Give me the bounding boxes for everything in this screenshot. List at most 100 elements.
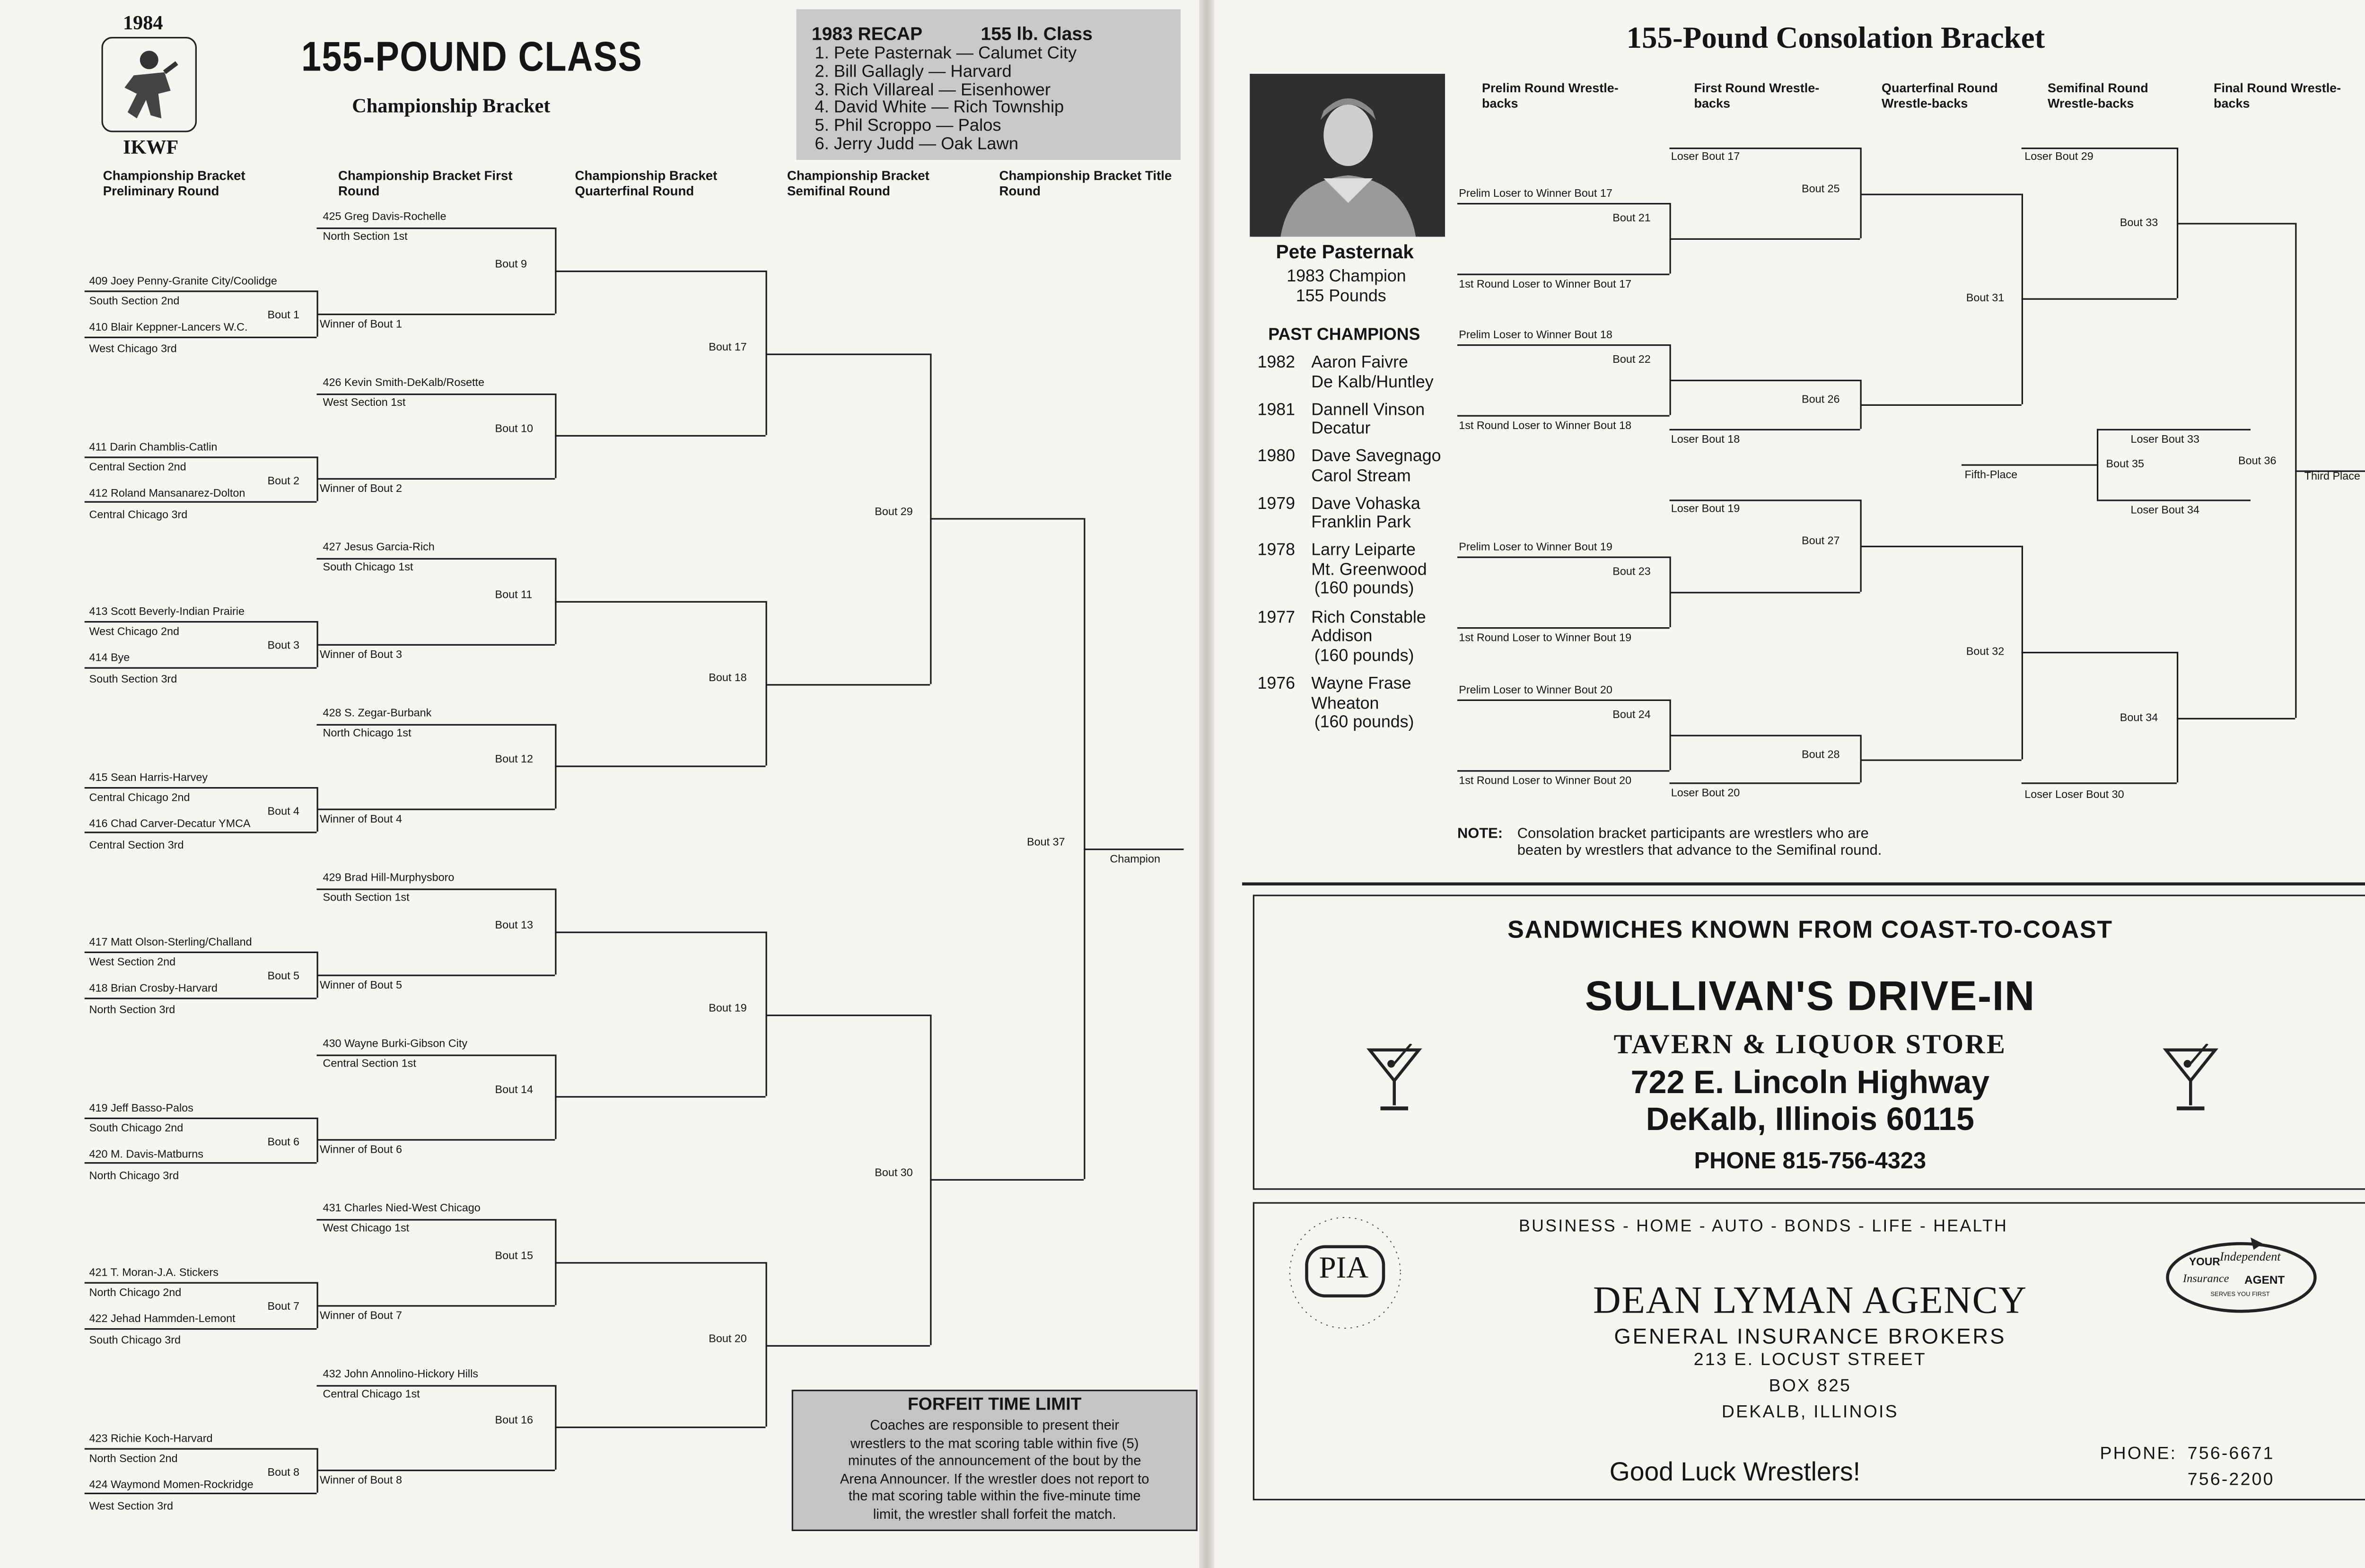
cons-first-bout: Bout 28 — [1802, 746, 1840, 761]
first-round-bout-label: Bout 16 — [495, 1413, 534, 1428]
prelim-wrestler-top: 419 Jeff Basso-Palos — [89, 1100, 193, 1114]
logo-tag: SERVES YOU FIRST — [2210, 1289, 2270, 1297]
consolation-header: Semifinal Round Wrestle-backs — [2048, 80, 2148, 111]
ad2-phone2: 756-2200 — [2187, 1471, 2275, 1490]
ad1-headline: SANDWICHES KNOWN FROM COAST-TO-COAST — [1507, 918, 2113, 944]
cons-prelim-bout: Bout 22 — [1612, 352, 1651, 366]
first-round-line — [316, 723, 555, 725]
cons-first-bout: Bout 26 — [1802, 392, 1840, 406]
ad2-slogan: Good Luck Wrestlers! — [1609, 1457, 1860, 1487]
prelim-wrestler-bottom: 418 Brian Crosby-Harvard — [89, 981, 218, 995]
past-champion-name: Larry Leiparte — [1311, 541, 1416, 560]
prelim-wrestler-top: 423 Richie Koch-Harvard — [89, 1430, 213, 1445]
cons-line — [1457, 203, 1670, 205]
cons-quarter-bout: Bout 32 — [1966, 644, 2005, 658]
prelim-section-bottom: West Chicago 3rd — [89, 341, 177, 355]
cons-final-bout: Bout 36 — [2238, 453, 2277, 467]
semi-line — [765, 1014, 930, 1016]
first-round-line — [316, 643, 555, 646]
first-round-bout-label: Bout 15 — [495, 1248, 534, 1262]
first-round-line — [316, 1305, 555, 1306]
year-label: 1984 — [123, 10, 163, 34]
note-line1: Consolation bracket participants are wre… — [1517, 825, 1869, 842]
fifth-place-line — [1962, 464, 2097, 466]
prelim-line — [84, 1492, 317, 1494]
forfeit-line: limit, the wrestler shall forfeit the ma… — [873, 1507, 1116, 1522]
past-champion-year: 1980 — [1257, 447, 1296, 466]
champion-line — [1084, 849, 1184, 850]
prelim-section-top: North Chicago 2nd — [89, 1285, 182, 1299]
cons-line — [1457, 344, 1670, 346]
ikwf-logo — [101, 37, 197, 132]
first-round-line — [316, 1470, 555, 1472]
cons-prelim-bottom-label: 1st Round Loser to Winner Bout 18 — [1459, 418, 1632, 432]
logo-independent: Independent — [2220, 1250, 2281, 1264]
past-champion-name: Aaron Faivre — [1311, 353, 1408, 372]
quarter-bout-label: Bout 18 — [709, 669, 747, 684]
past-champion-school: Wheaton — [1311, 694, 1379, 713]
cons-connector — [2097, 429, 2099, 500]
cons-line — [1860, 193, 2022, 195]
semi-line — [765, 1344, 930, 1346]
prelim-wrestler-top: 409 Joey Penny-Granite City/Coolidge — [89, 273, 277, 288]
quarter-line — [555, 1427, 766, 1429]
first-round-seed: 431 Charles Nied-West Chicago — [323, 1200, 481, 1215]
prelim-section-top: West Section 2nd — [89, 955, 176, 969]
first-round-section: West Section 1st — [323, 394, 406, 408]
first-round-winner-label: Winner of Bout 8 — [320, 1473, 403, 1487]
cons-line — [1457, 770, 1670, 772]
note-label: NOTE: — [1457, 825, 1503, 842]
title-bout-label: Bout 37 — [1027, 835, 1065, 849]
page-subtitle: Championship Bracket — [352, 94, 551, 117]
org-label: IKWF — [123, 135, 179, 158]
first-round-section: Central Section 1st — [323, 1055, 416, 1069]
champion-line2: 155 Pounds — [1296, 287, 1386, 306]
prelim-line — [84, 1117, 317, 1119]
first-round-line — [316, 228, 555, 229]
past-champion-name: Rich Constable — [1311, 608, 1426, 627]
forfeit-line: Arena Announcer. If the wrestler does no… — [840, 1471, 1149, 1487]
ad1-address1: 722 E. Lincoln Highway — [1630, 1065, 1990, 1101]
prelim-section-top: North Section 2nd — [89, 1450, 178, 1464]
first-round-line — [316, 313, 555, 315]
ad2-address3: DEKALB, ILLINOIS — [1721, 1403, 1899, 1422]
past-champion-year: 1977 — [1257, 608, 1296, 627]
prelim-wrestler-top: 413 Scott Beverly-Indian Prairie — [89, 604, 245, 618]
past-champion-year: 1979 — [1257, 494, 1296, 513]
consolation-title: 155-Pound Consolation Bracket — [1626, 21, 2045, 56]
consolation-header: First Round Wrestle-backs — [1694, 80, 1820, 111]
prelim-line — [84, 1162, 317, 1164]
prelim-wrestler-top: 421 T. Moran-J.A. Stickers — [89, 1265, 219, 1279]
logo-agent: AGENT — [2244, 1273, 2285, 1287]
logo-insurance: Insurance — [2183, 1271, 2229, 1285]
fifth-top-label: Loser Bout 33 — [2130, 432, 2199, 446]
prelim-wrestler-bottom: 412 Roland Mansanarez-Dolton — [89, 485, 245, 499]
recap-entry: 5. Phil Scroppo — Palos — [815, 117, 1001, 136]
cons-first-bottom-label: Loser Bout 18 — [1671, 432, 1740, 446]
first-round-winner-label: Winner of Bout 5 — [320, 977, 403, 991]
prelim-wrestler-bottom: 416 Chad Carver-Decatur YMCA — [89, 815, 251, 830]
prelim-wrestler-bottom: 410 Blair Keppner-Lancers W.C. — [89, 320, 248, 334]
ad2-address1: 213 E. LOCUST STREET — [1693, 1351, 1927, 1370]
prelim-line — [84, 666, 317, 668]
cons-line — [1669, 429, 1860, 430]
past-champion-school: De Kalb/Huntley — [1311, 373, 1434, 392]
ad1-subtitle: TAVERN & LIQUOR STORE — [1613, 1028, 2007, 1060]
prelim-section-top: Central Chicago 2nd — [89, 789, 190, 804]
prelim-wrestler-bottom: 422 Jehad Hammden-Lemont — [89, 1311, 236, 1325]
page-title: 155-POUND CLASS — [301, 34, 643, 80]
past-champion-weight: (160 pounds) — [1314, 646, 1414, 665]
prelim-line — [84, 456, 317, 457]
past-champion-weight: (160 pounds) — [1314, 713, 1414, 732]
first-round-winner-label: Winner of Bout 7 — [320, 1307, 403, 1322]
dean-lyman-ad: BUSINESS - HOME - AUTO - BONDS - LIFE - … — [1253, 1202, 2365, 1500]
past-champion-year: 1976 — [1257, 675, 1296, 693]
divider-rule — [1242, 882, 2365, 885]
prelim-section-top: South Chicago 2nd — [89, 1120, 184, 1134]
round-header: Championship Bracket First Round — [338, 167, 513, 199]
first-round-seed: 429 Brad Hill-Murphysboro — [323, 870, 455, 884]
third-place-line — [2295, 470, 2365, 472]
champion-line1: 1983 Champion — [1287, 267, 1406, 286]
cons-prelim-bottom-label: 1st Round Loser to Winner Bout 20 — [1459, 773, 1632, 787]
cons-prelim-bottom-label: 1st Round Loser to Winner Bout 17 — [1459, 277, 1632, 291]
